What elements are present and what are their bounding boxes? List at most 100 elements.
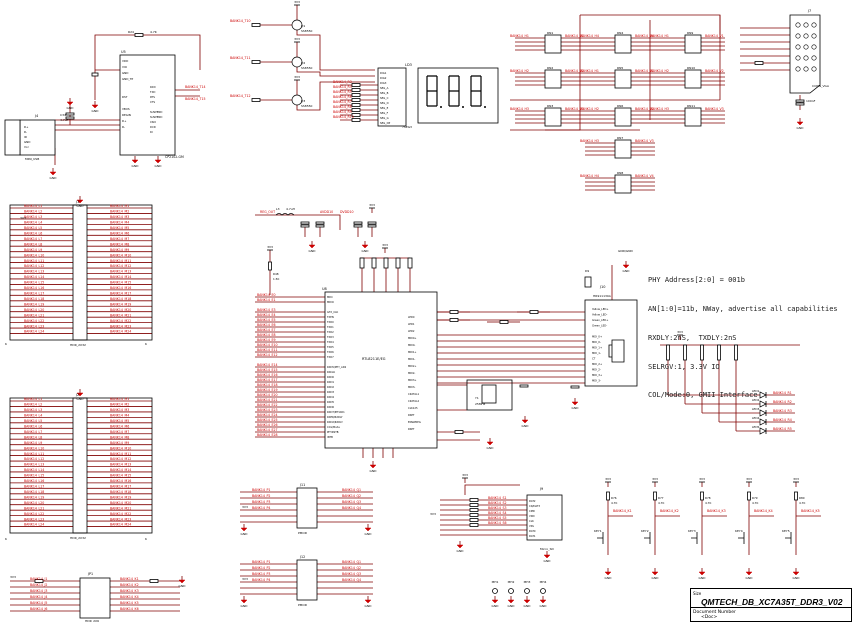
led-resistor: [734, 344, 738, 361]
pmod-part: PMOD: [298, 531, 308, 535]
transistor-body: [291, 94, 303, 106]
res-ref: R48: [273, 272, 279, 276]
net-label: BANK14_V1: [565, 34, 584, 38]
phy-pin: RXD5: [327, 400, 334, 404]
res-val: 4.7K: [150, 30, 158, 34]
net-label: BANK14_L11: [24, 452, 44, 456]
rj45-pin: MDI_2+: [592, 362, 602, 366]
usb-uart-rst-wire: [94, 34, 201, 70]
phy-ref: U8: [322, 287, 327, 291]
net-label: BANK14_E9: [257, 338, 276, 342]
key-pullup-resistor: [747, 491, 751, 501]
led-resistor: [449, 318, 459, 322]
mounting-hole: [524, 588, 530, 594]
rj45-pin: Green_LED-: [592, 324, 607, 328]
gnd-label: GND: [457, 549, 465, 553]
capacitor: [91, 72, 99, 77]
gnd-label: GND: [370, 469, 378, 473]
net-label: BANK14_E10: [257, 343, 278, 347]
net-label: BANK14_L7: [24, 430, 42, 434]
net-label: BANK14_L22: [24, 512, 44, 516]
mounting-hole-ref: MH3: [524, 580, 531, 584]
capacitor: [367, 221, 377, 225]
crystal-frame: [466, 379, 513, 411]
gnd-label: GND: [797, 126, 805, 130]
usb-uart-pin: VBUS: [122, 107, 130, 111]
gnd-label: GND: [746, 576, 754, 580]
usb-uart-pin: D+: [122, 119, 127, 123]
sd-pin: DAT1: [529, 534, 536, 538]
res-ref: R80: [799, 496, 805, 500]
net-label: BANK14_M19: [110, 302, 131, 306]
gnd-label: GND: [652, 576, 660, 580]
sd-resistor: [469, 508, 479, 512]
res-val: 4.7K: [658, 501, 664, 505]
phy-pin: RXD2: [327, 385, 334, 389]
net-label: BANK14_E14: [257, 363, 278, 367]
seg-pin: SEG_DP: [380, 121, 391, 125]
net-label: BANK14_R10: [333, 115, 354, 119]
phy-pin: MDC: [327, 295, 333, 299]
net-label: BANK14_J5: [30, 601, 47, 605]
net-label: BANK14_M1: [110, 397, 129, 401]
note-line: PHY Address[2:0] = 001b: [648, 276, 745, 285]
rj45-pin: Yellow_LED-: [592, 313, 607, 317]
gnd-symbol: [76, 392, 84, 397]
net-label: BANK14_E26: [257, 423, 278, 427]
gnd-label: GND: [241, 604, 249, 608]
gnd-label: GND: [77, 397, 85, 401]
rj45-pin: MDI_0+: [592, 335, 602, 339]
net-label: BANK14_M21: [110, 506, 131, 510]
sd-card-slot: [526, 494, 563, 541]
mini-usb-pin: Vcc: [24, 145, 29, 149]
gnd-label: GND: [487, 446, 495, 450]
phy-pin: PHYRSTB: [327, 430, 339, 434]
sd-resistor: [469, 513, 479, 517]
led-ref: LED1: [752, 389, 759, 393]
net-label: BANK14_M18: [110, 297, 131, 301]
gnd-symbol: [796, 121, 804, 126]
seven-seg-digit: [470, 75, 482, 107]
net-label: BANK14_Q4: [342, 506, 361, 510]
net-label: BANK14_M5: [110, 226, 129, 230]
net-label: BANK14_P2: [252, 566, 270, 570]
net-label: BANK14_K2: [120, 583, 139, 587]
net-label: BANK14_E25: [257, 418, 278, 422]
net-label: BANK14_L15: [24, 281, 44, 285]
rj45-pin: MDI_3+: [592, 373, 602, 377]
gnd-label: GND: [179, 584, 187, 588]
net-label: BANK14_M6: [110, 231, 129, 235]
net-label: BANK14_V3: [705, 107, 724, 111]
seg-resistor: [351, 118, 361, 122]
net-label: BANK14_Q1: [342, 488, 361, 492]
vga-resistor: [754, 61, 764, 65]
header-part: HDR_2X32: [70, 536, 86, 540]
base-resistor: [251, 23, 261, 27]
mounting-hole: [508, 588, 514, 594]
gnd-symbol: [456, 544, 464, 549]
net-label: BANK14_P2: [252, 494, 270, 498]
net-label: BANK14_M17: [110, 485, 131, 489]
key-pullup-resistor: [700, 491, 704, 501]
vga-pin: [811, 33, 817, 39]
key-pullup-resistor: [606, 491, 610, 501]
net-label: BANK14_E27: [257, 428, 278, 432]
net-label: BANK14_M3: [110, 408, 129, 412]
key-switch: [785, 532, 792, 544]
net-label: BANK14_L2: [24, 403, 42, 407]
led-resistor: [683, 344, 687, 361]
net-label: BANK14_J3: [30, 589, 47, 593]
sd-resistor: [469, 523, 479, 527]
net-label: BANK14_V2: [705, 69, 724, 73]
sd-pin: CLK: [529, 519, 534, 523]
net-label: BANK14_E4: [257, 313, 276, 317]
mounting-hole-ref: MH1: [492, 580, 499, 584]
inductor: [275, 213, 295, 216]
gnd-symbol: [543, 554, 551, 559]
transistor-ref: Q3: [301, 99, 305, 103]
vcc-label: 3V3: [699, 477, 705, 481]
parts-layer: [4, 14, 821, 619]
net-label: BANK14_S5: [488, 516, 507, 520]
gnd-label: GND: [362, 249, 370, 253]
